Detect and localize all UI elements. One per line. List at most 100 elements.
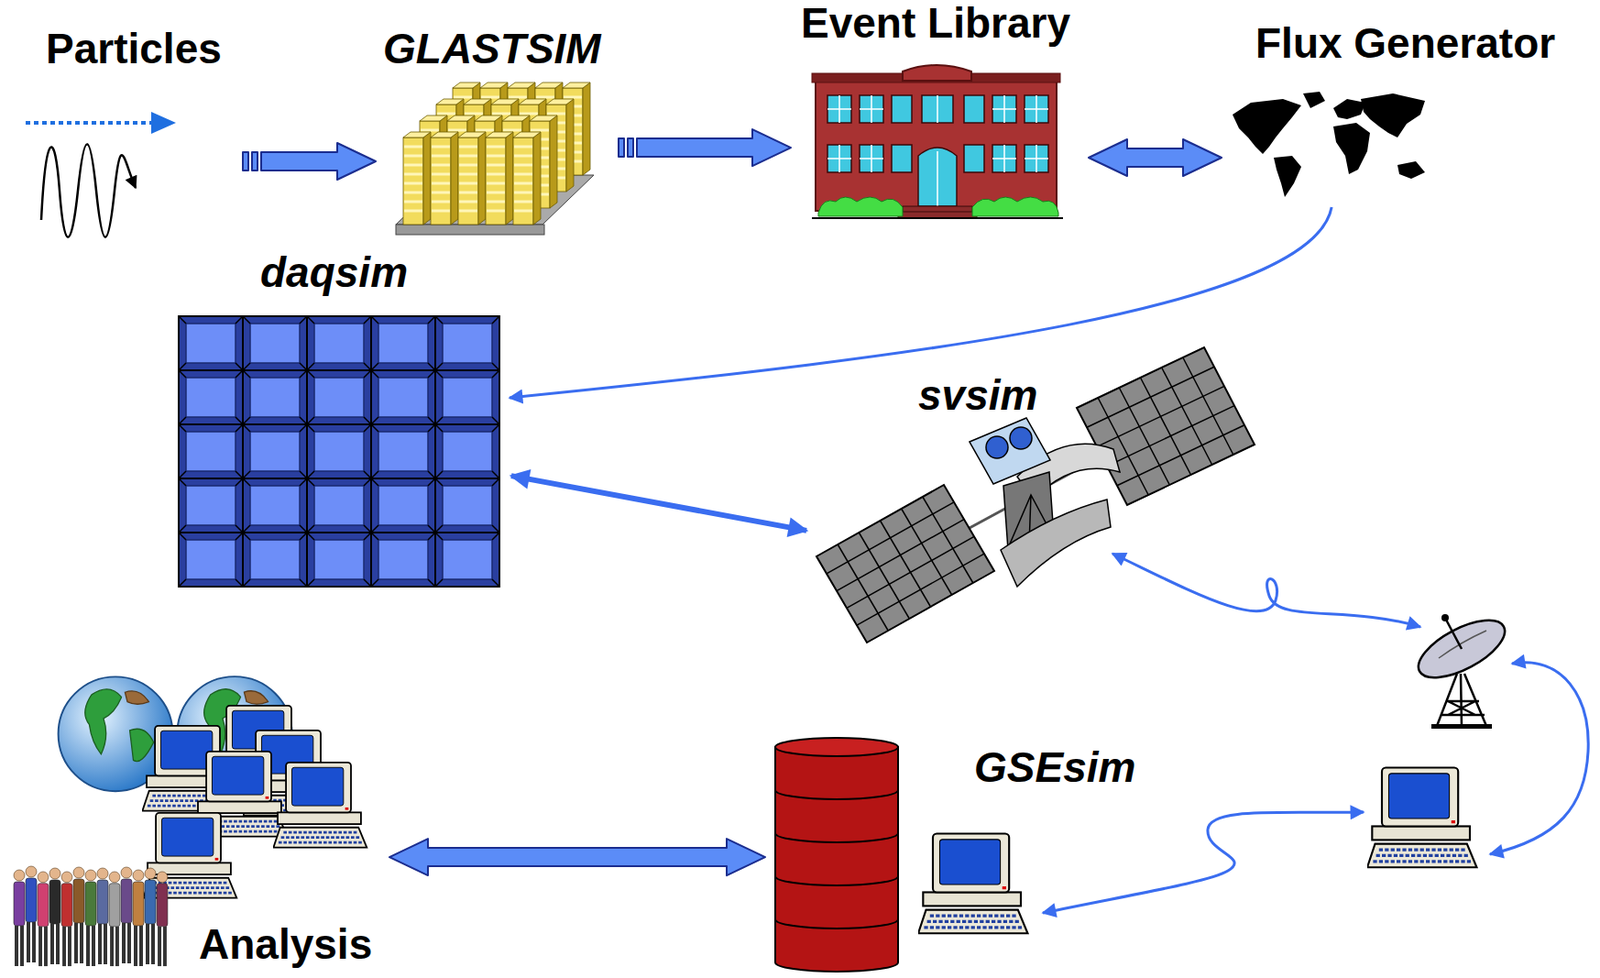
telemetry-link: [1112, 553, 1421, 627]
computer-farm: [395, 82, 594, 235]
telemetry-link: [1490, 662, 1589, 855]
analysis-group: [61, 871, 73, 966]
flow-arrow: [242, 142, 376, 180]
library-building: [811, 217, 1064, 220]
daq-grid: [178, 316, 500, 587]
node-label: daqsim: [260, 249, 408, 296]
daq-grid: [435, 478, 500, 533]
library-building: [964, 144, 985, 173]
computer-farm: [430, 131, 459, 225]
world-map: [1303, 91, 1326, 109]
analysis-group: [13, 869, 25, 966]
world-map: [1360, 93, 1425, 138]
database-cylinder: [775, 737, 899, 972]
analysis-group: [144, 867, 156, 965]
ground-antenna: [1431, 723, 1492, 729]
ground-system-node: GSEsim: [769, 734, 1146, 976]
daq-grid: [178, 532, 243, 587]
world-map: [1333, 98, 1366, 120]
block-arrow: [627, 138, 634, 157]
particle-symbols: [41, 143, 136, 237]
node-label: GLASTSIM: [383, 25, 602, 73]
node-label: svsim: [918, 372, 1038, 419]
analysis-group: [273, 762, 367, 848]
library-building: [891, 95, 912, 123]
daq-grid: [242, 424, 307, 479]
flow-arrow: [509, 207, 1332, 398]
daq-grid: [178, 316, 243, 371]
analysis-node: Analysis: [5, 664, 385, 976]
daq-grid: [306, 316, 372, 371]
gse-computer: [918, 832, 1028, 933]
flow-line: [509, 207, 1332, 398]
analysis-group: [132, 869, 144, 966]
ground-antenna: [1438, 630, 1487, 658]
world-map: [1397, 161, 1425, 179]
daq-grid: [371, 532, 436, 587]
block-arrow: [242, 152, 249, 171]
daq-grid: [371, 316, 436, 371]
flow-arrow: [389, 838, 766, 876]
particle-symbols: [25, 111, 176, 238]
analysis-group: [73, 866, 85, 964]
generator-node: Flux Generator: [1226, 20, 1575, 204]
daq-grid: [178, 370, 243, 425]
telemetry-link: [1042, 811, 1364, 913]
library-building: [811, 65, 1064, 219]
particle-symbols: [25, 120, 158, 125]
ground-antenna: [1446, 619, 1462, 649]
block-arrow: [252, 152, 258, 171]
daq-grid: [242, 532, 307, 587]
analysis-group: [156, 871, 168, 966]
satellite: [816, 347, 1255, 643]
computer-farm: [458, 131, 486, 225]
satellite: [816, 484, 995, 643]
daq-grid: [178, 424, 243, 479]
block-arrow: [636, 129, 791, 166]
library-building: [815, 80, 1057, 211]
particle-symbols: [151, 111, 176, 134]
library-building: [902, 65, 972, 81]
daq-node: daqsim: [172, 249, 506, 593]
ground-antenna: [1436, 673, 1487, 726]
satellite: [1000, 499, 1111, 587]
ground-computer: [1367, 767, 1477, 867]
computer-farm: [403, 131, 431, 225]
computer-farm: [513, 131, 541, 225]
node-label: Flux Generator: [1255, 20, 1556, 67]
daq-grid: [242, 370, 307, 425]
computer-farm: [395, 224, 545, 235]
block-arrow: [618, 138, 625, 157]
library-node: Event Library: [795, 0, 1085, 225]
database-cylinder: [775, 789, 899, 929]
library-building: [827, 95, 1049, 207]
analysis-group: [37, 871, 49, 966]
daq-grid: [371, 478, 436, 533]
database-cylinder: [775, 746, 899, 972]
satellite: [1009, 427, 1032, 450]
satellite: [1076, 347, 1255, 505]
analysis-group: [109, 871, 121, 966]
satellite: [1076, 347, 1255, 505]
library-building: [898, 211, 977, 219]
computer-farm: [485, 131, 514, 225]
daq-grid: [435, 316, 500, 371]
flow-arrow: [618, 129, 791, 166]
daq-grid: [242, 478, 307, 533]
daq-grid: [435, 424, 500, 479]
daq-grid: [435, 370, 500, 425]
spacecraft-node: svsim: [811, 344, 1260, 646]
daq-grid: [371, 370, 436, 425]
world-map: [1333, 122, 1370, 175]
block-arrow: [261, 142, 376, 180]
satellite: [816, 484, 995, 643]
world-map: [1232, 91, 1425, 198]
block-arrow: [389, 838, 766, 876]
ground-antenna: [1441, 613, 1449, 622]
library-building: [891, 144, 912, 173]
analysis-group: [120, 866, 132, 964]
daq-grid: [306, 478, 372, 533]
flow-line: [511, 475, 807, 531]
